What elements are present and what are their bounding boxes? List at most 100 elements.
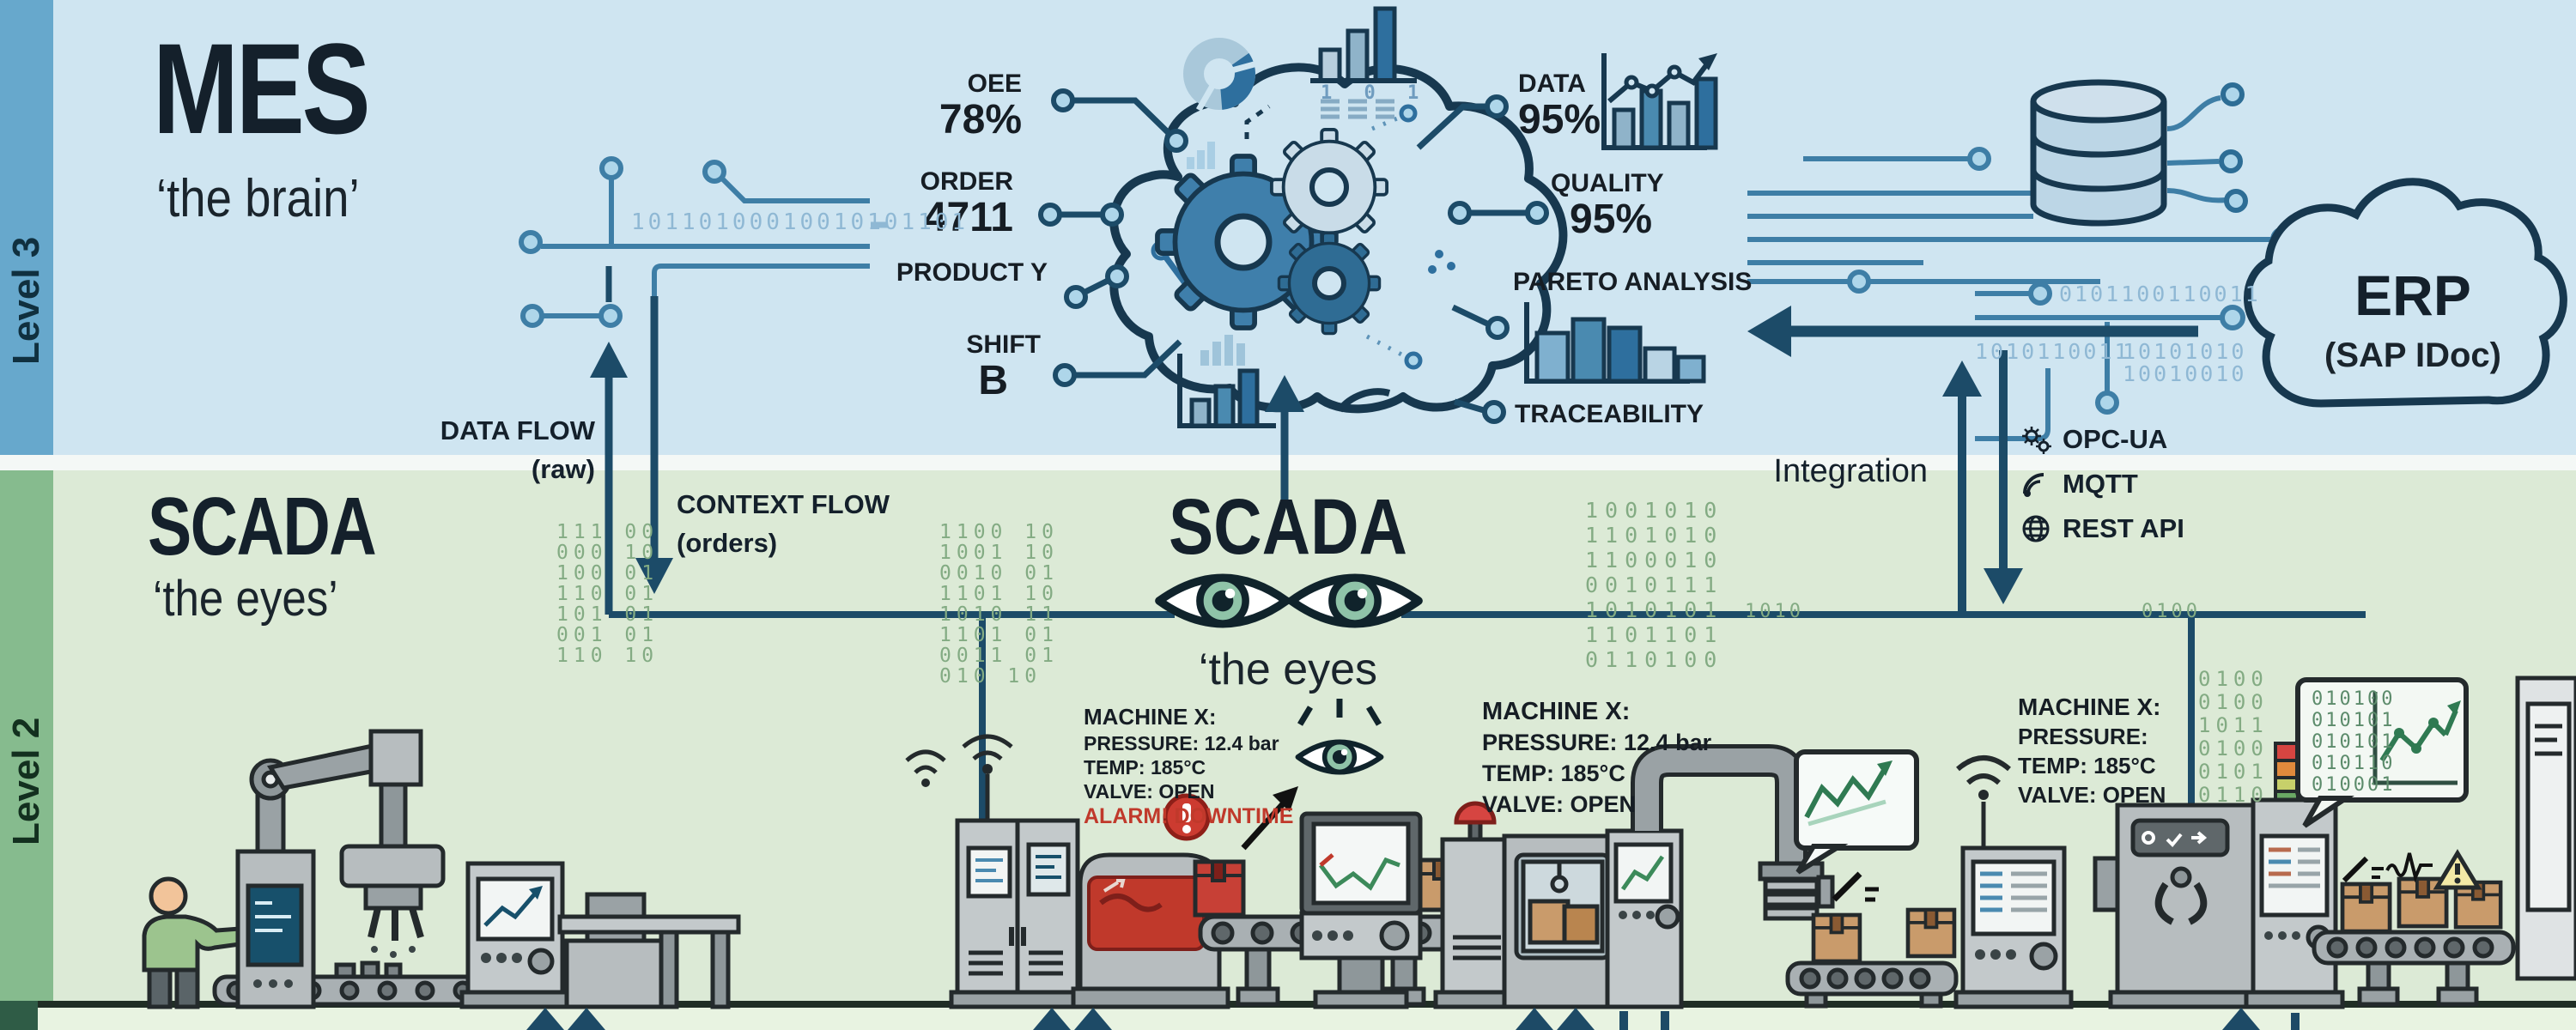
- control-cabinet-chart: [459, 861, 571, 1009]
- factory-floor: [142, 676, 2576, 1009]
- integration-up-arrow: [1942, 360, 1982, 615]
- protocol-list: OPC-UA MQTT REST A: [2020, 417, 2184, 551]
- metric-quality: QUALITY 95%: [1551, 169, 1740, 243]
- level3-label: Level 3: [5, 236, 47, 365]
- globe-icon: [2022, 515, 2050, 542]
- level1-band: [0, 1001, 38, 1030]
- growth-chart-icon: [1601, 53, 1718, 150]
- warning-icon: [2433, 849, 2482, 890]
- claw-machine: [2093, 803, 2264, 1009]
- binary-blue-3: 10101010: [2123, 339, 2247, 364]
- hmi-kiosk: [235, 758, 316, 1009]
- hmi-station-chart: [1299, 811, 1423, 1009]
- box-tan: [1908, 910, 1954, 956]
- press-machine: [557, 892, 741, 1009]
- context-flow-label: CONTEXT FLOW (orders): [677, 486, 890, 563]
- conveyor-right: [1785, 960, 1959, 1009]
- metric-oee: OEE 78%: [876, 70, 1022, 142]
- protocol-opcua-label: OPC-UA: [2063, 424, 2168, 454]
- metric-order-value: 4711: [923, 195, 1013, 241]
- callout1-title: MACHINE X:: [1084, 704, 1217, 730]
- signal-icon: [2023, 473, 2044, 497]
- binary-rain-2: 1100 10 1001 10 0010 01 1101 10 1010 11 …: [939, 521, 1059, 688]
- eye-icon-right: [1291, 578, 1419, 623]
- metric-order: ORDER 4711: [846, 167, 1013, 241]
- eye-icon-left: [1159, 578, 1286, 623]
- metric-traceability-label: TRACEABILITY: [1515, 400, 1704, 428]
- level2-label: Level 2: [5, 717, 47, 845]
- integration-label: Integration: [1773, 453, 1928, 489]
- bottom-strip: [0, 1008, 2576, 1030]
- protocol-mqtt-label: MQTT: [2063, 469, 2138, 499]
- context-flow-title: CONTEXT FLOW: [677, 489, 890, 519]
- context-flow-down-arrow: [635, 296, 673, 594]
- binary-rain-4: 0100 0100 1011 0100 0101 0110: [2198, 667, 2269, 807]
- database-icon: [2030, 79, 2248, 227]
- bar-chart-icon-bottom: [1177, 354, 1276, 428]
- erp-to-mes-arrow: [1747, 306, 2198, 357]
- callout1-line-pressure: PRESSURE: 12.4 bar: [1084, 731, 1279, 754]
- floor-line: [0, 1001, 2576, 1008]
- erp-cloud: [2244, 178, 2567, 408]
- callout3-line-temp: TEMP: 185°C: [2018, 753, 2156, 779]
- binary-bubble: 010100 010101 010101 010110 010001: [2312, 688, 2396, 796]
- box-tan: [2342, 884, 2390, 931]
- metric-data: DATA 95%: [1518, 70, 1690, 142]
- alarmed-machine: [1071, 852, 1230, 1009]
- protocol-row-opcua: OPC-UA: [2020, 417, 2184, 462]
- erp-title: ERP: [2354, 264, 2471, 327]
- bottom-edge-arrows: [526, 1008, 2300, 1030]
- callout1-line-valve: VALVE: OPEN: [1084, 779, 1215, 803]
- callout2-line-temp: TEMP: 185°C: [1482, 760, 1625, 786]
- metric-product-label: PRODUCT Y: [896, 258, 1048, 287]
- scada-to-mes-arrow: [1265, 375, 1304, 502]
- box-tan: [1814, 915, 1860, 961]
- data-flow-sub: (raw): [531, 453, 595, 484]
- metric-quality-value: 95%: [1570, 197, 1653, 243]
- binary-blue-1: 0101100110011: [2059, 282, 2261, 306]
- mes-title: MES: [153, 16, 371, 161]
- gears-icon: [2022, 427, 2051, 454]
- brain-outline: [1109, 63, 1568, 414]
- metric-quality-label: QUALITY: [1551, 169, 1664, 197]
- data-flow-up-arrow: [590, 266, 628, 615]
- data-flow-title: DATA FLOW: [440, 415, 595, 445]
- level2-band: [0, 470, 53, 1001]
- brain-illustration: [1109, 63, 1568, 414]
- machine-window: [1502, 828, 1684, 1009]
- binary-brain-digits: 1 0 1: [1321, 82, 1430, 104]
- scada-left-subtitle: ‘the eyes’: [153, 571, 338, 627]
- callout3-line-valve: VALVE: OPEN: [2018, 781, 2166, 808]
- scada-center-title: SCADA: [1168, 483, 1408, 571]
- flow-arrows: [590, 266, 2366, 821]
- donut-chart-icon: [1183, 38, 1258, 112]
- hmi-station-wifi: [1953, 755, 2074, 1009]
- binary-top-left: 10110100010010101101: [631, 209, 969, 235]
- callout2-line-valve: VALVE: OPEN: [1482, 791, 1637, 817]
- binary-blue-2: 1010110011: [1975, 339, 2130, 364]
- mes-subtitle: ‘the brain’: [156, 169, 360, 228]
- erp-subtitle: (SAP IDoc): [2324, 336, 2501, 374]
- callout3-title: MACHINE X:: [2018, 694, 2161, 720]
- metric-shift-value: B: [978, 358, 1008, 404]
- metric-data-label: DATA: [1518, 70, 1586, 98]
- protocol-restapi-label: REST API: [2063, 513, 2184, 543]
- scada-left-title: SCADA: [148, 481, 377, 573]
- edge-machine: [2515, 676, 2576, 981]
- metric-shift: SHIFT B: [876, 330, 1041, 404]
- callout2-line-pressure: PRESSURE: 12.4 bar: [1482, 730, 1712, 756]
- binary-chart-bubble: [2295, 677, 2469, 828]
- protocol-row-mqtt: MQTT: [2020, 462, 2184, 506]
- metric-shift-label: SHIFT: [966, 330, 1041, 359]
- metric-data-value: 95%: [1518, 97, 1601, 143]
- chart-speech-bubble: [1794, 749, 1919, 875]
- data-flow-label: DATA FLOW (raw): [378, 412, 595, 489]
- worker-figure: [142, 876, 267, 1009]
- callout1-alarm: ALARM! DOWNTIME: [1084, 803, 1294, 828]
- machine-callout-1: MACHINE X: PRESSURE: 12.4 bar TEMP: 185°…: [1084, 704, 1324, 829]
- metric-oee-label: OEE: [967, 70, 1022, 98]
- level3-band: [0, 0, 53, 455]
- pareto-chart-icon: [1524, 302, 1706, 384]
- conveyor-far-right: [2312, 930, 2516, 1007]
